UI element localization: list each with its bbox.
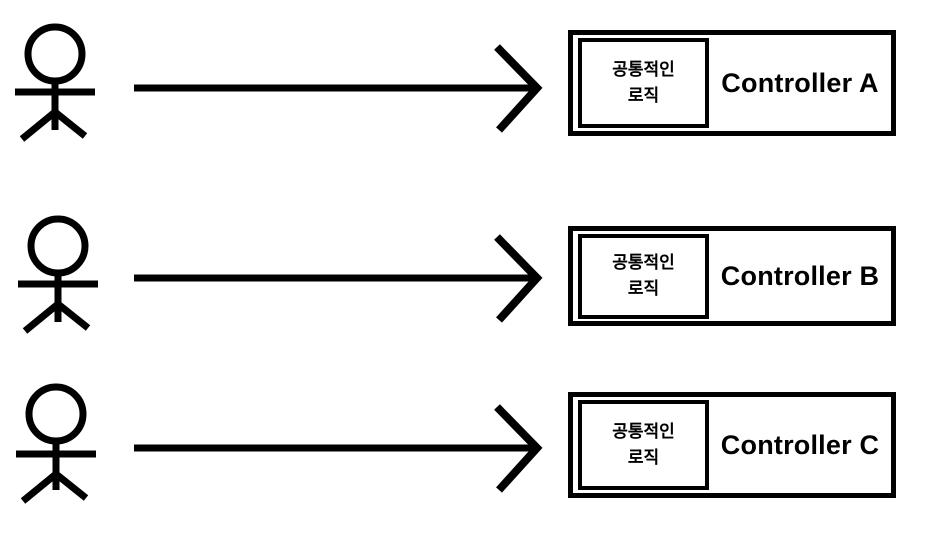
- actor-right-leg-line: [53, 471, 89, 501]
- common-logic-line-2: 로직: [627, 86, 660, 105]
- request-arrow: [134, 404, 543, 493]
- arrow-head-icon: [494, 234, 543, 323]
- common-logic-box: 공통적인 로직: [578, 38, 709, 128]
- user-actor: [15, 23, 95, 142]
- controller-box[interactable]: 공통적인 로직 Controller C: [568, 392, 896, 498]
- controller-label: Controller B: [720, 260, 880, 291]
- common-logic-box: 공통적인 로직: [578, 400, 709, 490]
- controller-box[interactable]: 공통적인 로직 Controller A: [568, 30, 896, 136]
- arrow-head-icon: [494, 44, 543, 133]
- request-arrow: [134, 234, 543, 323]
- controller-label: Controller A: [721, 67, 879, 98]
- actor-left-leg-line: [22, 301, 61, 334]
- common-logic-line-1: 공통적인: [612, 59, 675, 79]
- actor-head-icon: [24, 23, 86, 85]
- common-logic-box: 공통적인 로직: [578, 233, 709, 319]
- request-arrow: [134, 44, 543, 133]
- actor-left-leg-line: [20, 471, 59, 504]
- controller-box[interactable]: 공통적인 로직 Controller B: [568, 226, 896, 326]
- user-actor: [18, 215, 98, 334]
- actor-right-leg-line: [52, 109, 88, 139]
- arrow-head-icon: [494, 404, 543, 493]
- actor-head-icon: [27, 215, 89, 277]
- controller-label: Controller C: [720, 429, 880, 460]
- actor-right-leg-line: [55, 301, 91, 331]
- common-logic-line-1: 공통적인: [612, 252, 675, 272]
- actor-head-icon: [25, 383, 87, 445]
- common-logic-line-1: 공통적인: [612, 421, 675, 441]
- common-logic-line-2: 로직: [627, 279, 660, 298]
- common-logic-line-2: 로직: [627, 448, 660, 467]
- user-actor: [16, 383, 96, 504]
- actor-left-leg-line: [19, 109, 58, 142]
